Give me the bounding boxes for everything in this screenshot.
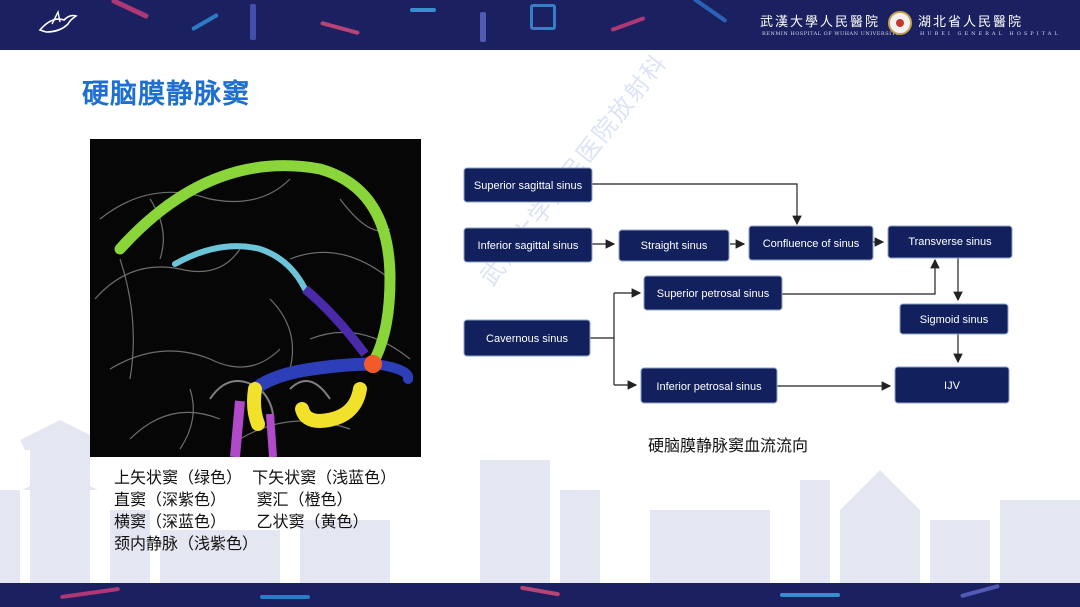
svg-text:Superior petrosal sinus: Superior petrosal sinus	[657, 288, 770, 300]
node-ijv: IJV	[894, 366, 1010, 404]
slide-title: 硬脑膜静脉窦	[82, 79, 250, 110]
hospital-name-2-english: HUBEI GENERAL HOSPITAL	[920, 31, 1061, 37]
banner-decoration	[250, 4, 256, 40]
hospital-name-2: 湖北省人民醫院	[918, 15, 1024, 30]
svg-text:Cavernous sinus: Cavernous sinus	[486, 333, 568, 345]
header-banner: 武漢大學人民醫院 RENMIN HOSPITAL OF WUHAN UNIVER…	[0, 0, 1080, 50]
node-inferior-sagittal-sinus: Inferior sagittal sinus	[463, 227, 593, 263]
svg-text:Straight sinus: Straight sinus	[641, 240, 708, 252]
svg-text:Inferior sagittal sinus: Inferior sagittal sinus	[478, 240, 579, 252]
svg-text:Superior sagittal sinus: Superior sagittal sinus	[474, 180, 583, 192]
svg-text:Inferior petrosal sinus: Inferior petrosal sinus	[656, 381, 762, 393]
node-sigmoid-sinus: Sigmoid sinus	[899, 303, 1009, 335]
color-legend-line-1: 上矢状窦（绿色） 下矢状窦（浅蓝色）	[114, 468, 397, 487]
hospital-name-1: 武漢大學人民醫院	[760, 15, 881, 30]
hospital-name-1-english: RENMIN HOSPITAL OF WUHAN UNIVERSITY	[762, 31, 900, 37]
crane-logo-icon	[38, 10, 78, 33]
footer-banner	[0, 583, 1080, 607]
node-cavernous-sinus: Cavernous sinus	[463, 319, 591, 357]
footer-decoration	[260, 595, 310, 599]
edge-superior-petrosal-to-transverse	[782, 258, 940, 295]
city-skyline-watermark	[0, 420, 1080, 583]
node-inferior-petrosal-sinus: Inferior petrosal sinus	[640, 367, 778, 404]
flowchart-caption: 硬脑膜静脉窦血流流向	[648, 436, 809, 455]
node-superior-petrosal-sinus: Superior petrosal sinus	[643, 275, 783, 311]
banner-decoration	[410, 8, 436, 12]
color-legend-line-3: 横窦（深蓝色） 乙状窦（黄色）	[114, 512, 369, 531]
color-legend-line-2: 直窦（深紫色） 窦汇（橙色）	[114, 490, 353, 509]
svg-text:Sigmoid sinus: Sigmoid sinus	[920, 314, 989, 326]
edge-superior-sagittal-to-confluence	[592, 183, 802, 226]
mr-venogram-image	[90, 139, 421, 457]
svg-text:Transverse sinus: Transverse sinus	[908, 236, 992, 248]
venogram-illustration	[94, 160, 414, 457]
banner-decoration	[480, 12, 486, 42]
node-confluence-of-sinus: Confluence of sinus	[748, 225, 874, 261]
svg-text:IJV: IJV	[944, 380, 961, 392]
footer-decoration	[780, 593, 840, 597]
svg-text:Confluence of sinus: Confluence of sinus	[763, 238, 860, 250]
node-superior-sagittal-sinus: Superior sagittal sinus	[463, 167, 593, 203]
node-straight-sinus: Straight sinus	[618, 229, 730, 262]
color-legend-line-4: 颈内静脉（浅紫色）	[114, 534, 259, 553]
banner-decoration	[530, 4, 556, 30]
hospital-seal-icon	[888, 11, 912, 35]
node-transverse-sinus: Transverse sinus	[887, 225, 1013, 259]
